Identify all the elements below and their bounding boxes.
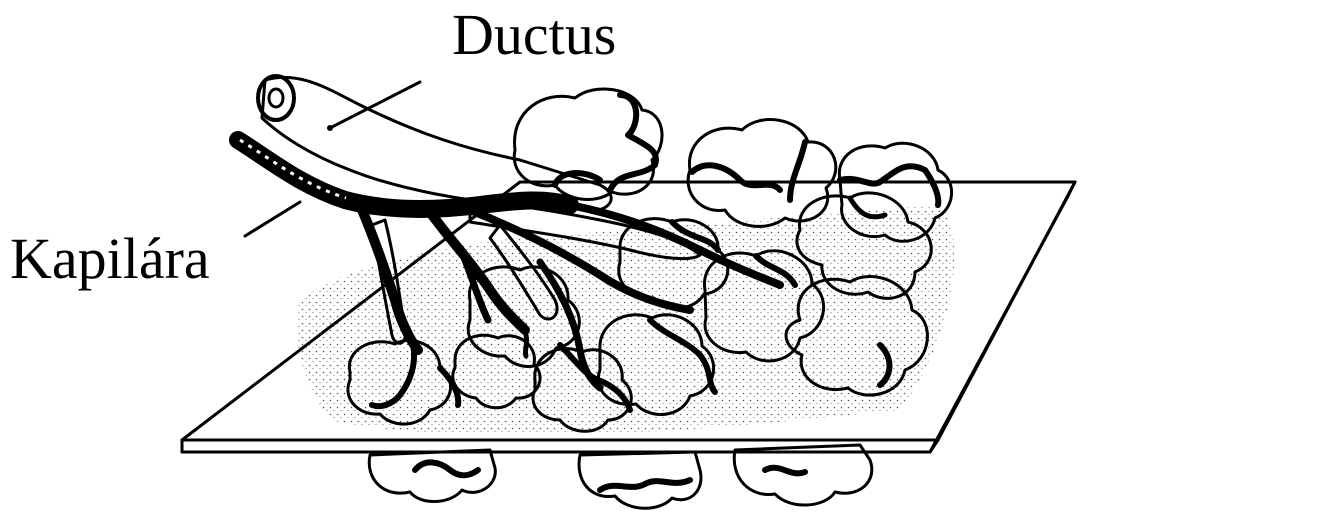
kapilara-leader-line	[245, 202, 300, 236]
lower-alveoli	[369, 445, 872, 508]
ductus-label: Ductus	[452, 6, 616, 64]
ductus-leader-line	[330, 82, 420, 128]
kapilara-label: Kapilára	[10, 230, 210, 288]
ductus-leader-dot	[327, 125, 333, 131]
